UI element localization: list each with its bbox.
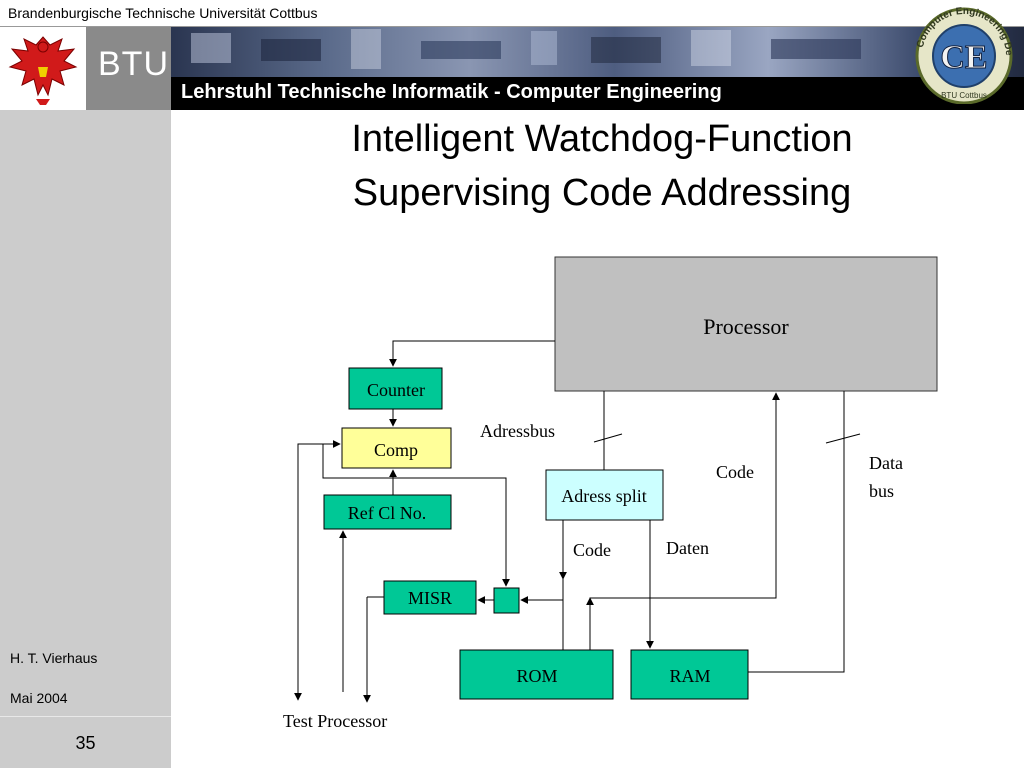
header-banner: Lehrstuhl Technische Informatik - Comput… [171,27,1024,110]
ce-dept-logo: CE Computer Engineering Dept. BTU Cottbu… [906,4,1014,104]
eagle-crest-icon [8,36,78,105]
ce-logo-letters: CE [940,39,987,76]
connection-lines [294,340,861,703]
page-number: 35 [75,733,96,753]
comp-label: Comp [374,440,418,460]
header-rule [0,26,1024,27]
ce-logo-bottom-text: BTU Cottbus [941,91,987,100]
adressbus-label: Adressbus [480,421,555,441]
databus-slash [825,433,861,444]
slide-title-line-1: Intelligent Watchdog-Function [351,118,853,160]
code-label-right: Code [716,462,754,482]
xor-node [493,587,520,614]
daten-label: Daten [666,538,709,558]
author-name: H. T. Vierhaus [10,650,98,666]
rom-block [459,649,614,700]
adress-split-label: Adress split [561,486,647,506]
banner-texture [191,29,861,69]
ce-logo-core [932,24,996,88]
chair-title: Lehrstuhl Technische Informatik - Comput… [181,81,722,103]
data-bus-label-2: bus [869,481,894,501]
adress-split-block [545,469,664,521]
sidebar [0,110,171,768]
data-bus-label-1: Data [869,453,903,473]
processor-to-counter-line [389,340,555,367]
banner-strip [171,77,1024,110]
ref-cl-no-label: Ref Cl No. [348,503,427,523]
test-to-comp-line [294,440,341,701]
counter-label: Counter [367,380,425,400]
code-to-processor-line [589,392,780,650]
processor-block [554,256,938,392]
ram-block [630,649,749,700]
misr-label: MISR [408,588,452,608]
code-label-left: Code [573,540,611,560]
btu-logo-text: BTU [98,45,169,83]
processor-label: Processor [703,314,789,339]
university-name: Brandenburgische Technische Universität … [8,5,318,21]
counter-block [348,367,443,410]
test-processor-label: Test Processor [283,711,387,731]
databus-line [748,391,845,673]
ref-cl-no-block [323,494,452,530]
presentation-date: Mai 2004 [10,690,68,706]
adressbus-slash [593,433,623,443]
btu-logo: BTU [86,27,171,110]
slide-title-line-2: Supervising Code Addressing [352,172,852,214]
sidebar-separator [0,716,171,717]
comp-to-xor-line [322,444,510,587]
rom-label: ROM [516,666,557,686]
comp-block [341,427,452,469]
ram-label: RAM [669,666,710,686]
misr-block [383,580,477,615]
